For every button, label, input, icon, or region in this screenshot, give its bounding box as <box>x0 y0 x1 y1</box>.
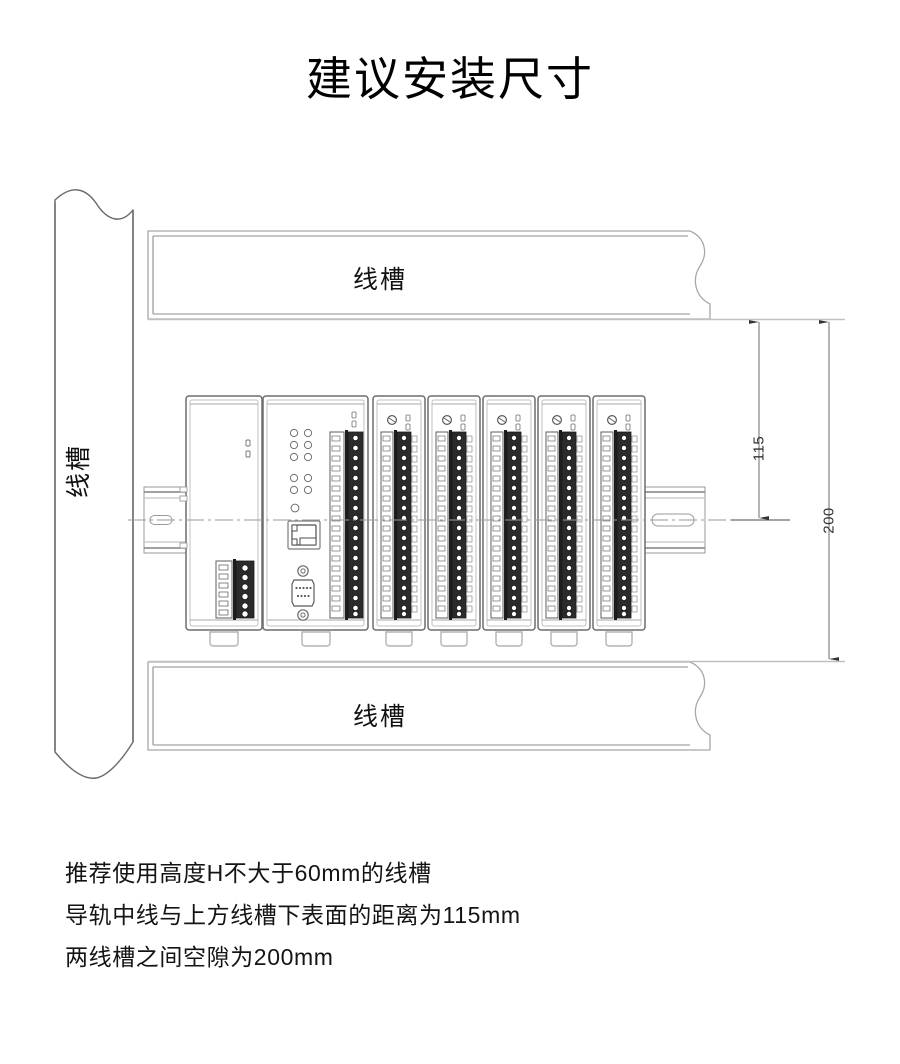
dimension-115 <box>731 320 790 521</box>
dimension-value-115: 115 <box>750 435 768 462</box>
installation-diagram: 线槽 线槽 线槽 115 200 <box>54 189 845 779</box>
module-power-supply <box>179 395 263 647</box>
caption-line-1: 推荐使用高度H不大于60mm的线槽 <box>65 860 432 886</box>
serial-port-db9 <box>291 565 315 621</box>
module-assembly <box>179 395 646 647</box>
module-io-1 <box>372 395 426 647</box>
diagram-svg <box>54 189 845 779</box>
caption-line-2: 导轨中线与上方线槽下表面的距离为115mm <box>65 902 521 928</box>
duct-top <box>147 230 845 321</box>
caption-block: 推荐使用高度H不大于60mm的线槽 导轨中线与上方线槽下表面的距离为115mm … <box>65 852 845 978</box>
duct-label-left: 线槽 <box>65 443 93 498</box>
page-title: 建议安装尺寸 <box>306 53 594 105</box>
cpu-terminal-block <box>329 411 364 620</box>
module-io-2 <box>427 395 481 647</box>
duct-label-bottom: 线槽 <box>352 703 407 731</box>
duct-label-top: 线槽 <box>352 266 407 294</box>
caption-line-3: 两线槽之间空隙为200mm <box>65 944 334 970</box>
duct-left <box>54 189 134 779</box>
duct-bottom <box>147 660 845 751</box>
ethernet-port <box>287 520 321 550</box>
module-io-4 <box>537 395 591 647</box>
power-terminal-block <box>215 559 255 620</box>
module-io-5 <box>592 395 646 647</box>
module-io-3 <box>482 395 536 647</box>
module-cpu <box>262 395 369 647</box>
cpu-status-leds <box>289 428 313 513</box>
dimension-value-200: 200 <box>820 507 838 534</box>
